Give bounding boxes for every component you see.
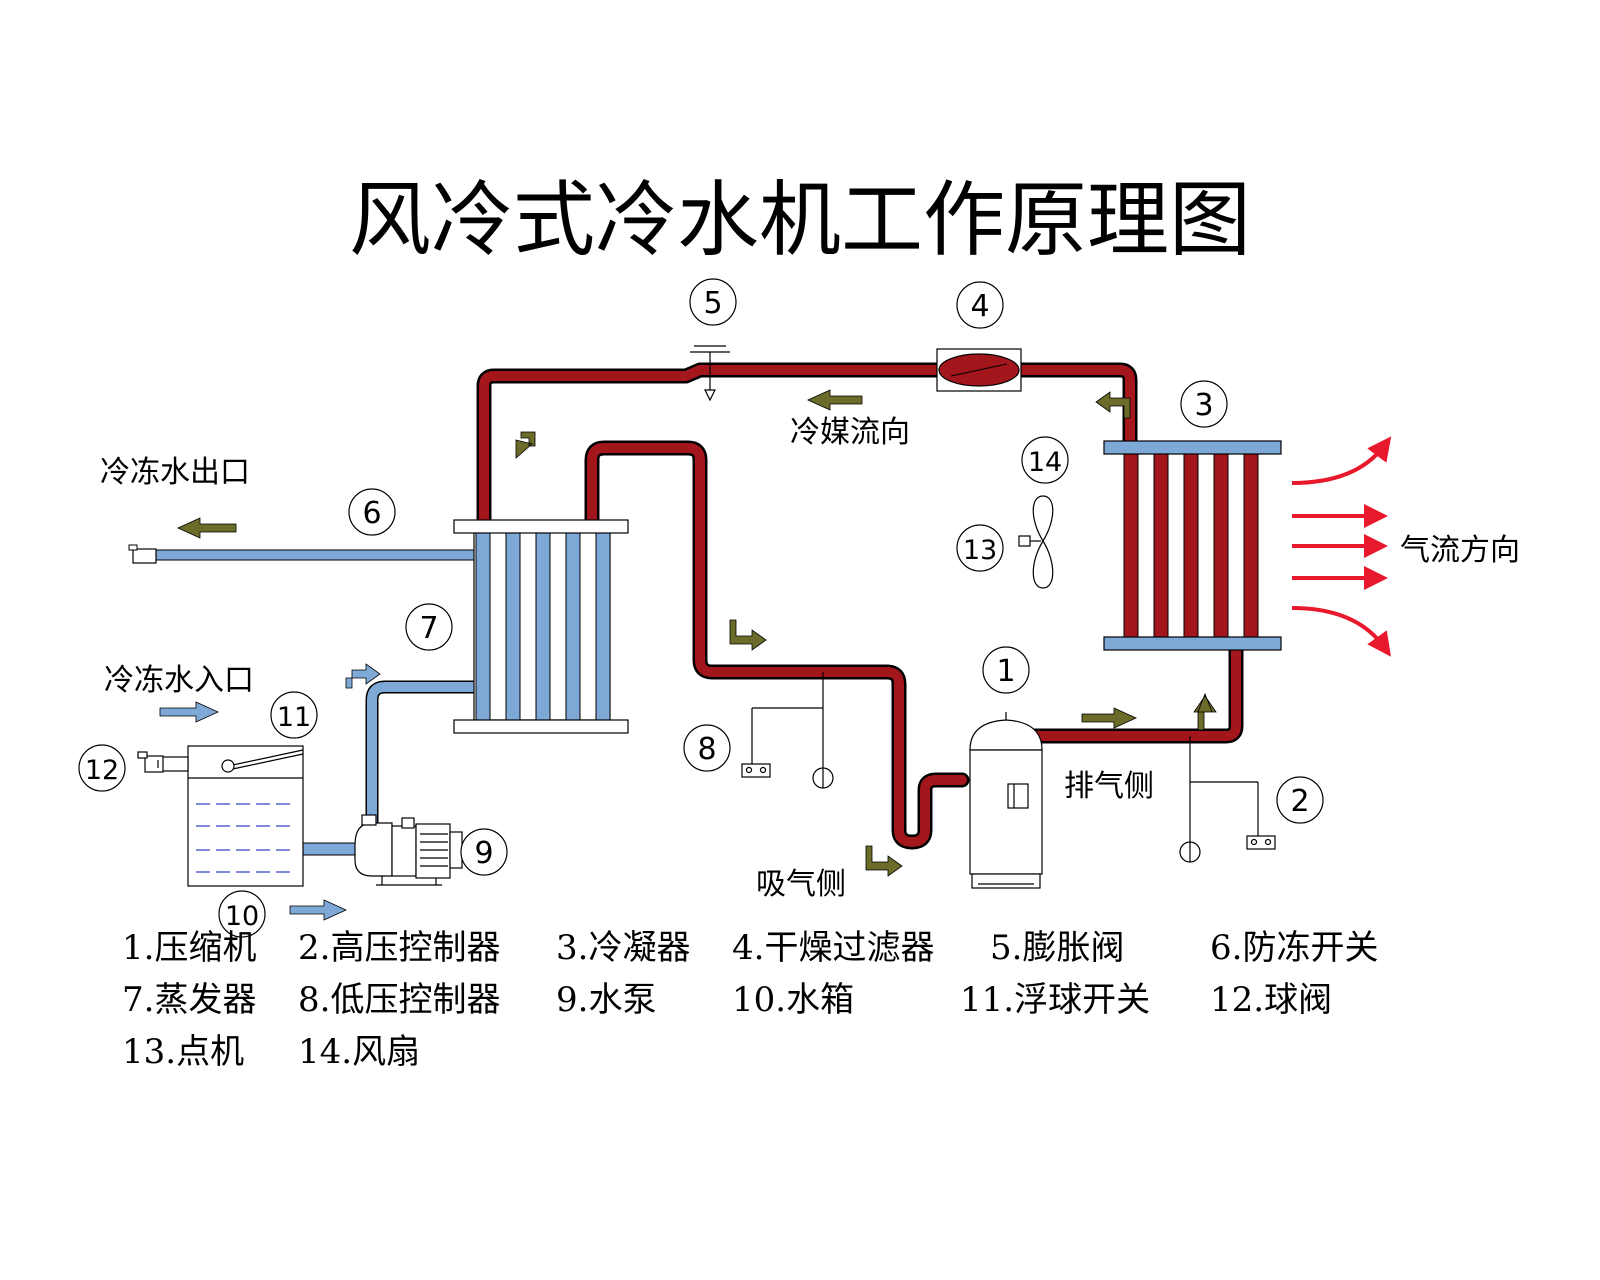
legend-item-float-switch: 11.浮球开关 <box>960 980 1151 1020</box>
callout-11 <box>270 691 318 739</box>
water-pipes <box>128 544 475 856</box>
legend-row: 13.点机 14.风扇 <box>122 1026 1452 1078</box>
callout-1 <box>982 646 1030 694</box>
callout-2 <box>1276 776 1324 824</box>
legend-item-water-tank: 10.水箱 <box>732 980 855 1020</box>
svg-text:5: 5 <box>703 286 722 321</box>
callout-3 <box>1180 380 1228 428</box>
callout-numbers: 1 2 3 4 5 6 7 8 9 10 11 12 13 14 <box>85 286 1310 932</box>
callout-14 <box>1021 436 1069 484</box>
callout-10 <box>218 890 266 938</box>
svg-text:10: 10 <box>225 901 259 932</box>
diagram-title: 风冷式冷水机工作原理图 <box>349 173 1251 268</box>
svg-text:6: 6 <box>362 496 381 531</box>
refrigerant-pipes <box>476 362 1244 850</box>
flow-arrows <box>159 389 1217 921</box>
legend-item-motor: 13.点机 <box>122 1032 245 1072</box>
svg-text:1: 1 <box>996 654 1015 689</box>
label-suction-side: 吸气侧 <box>756 867 846 902</box>
svg-text:9: 9 <box>474 836 493 871</box>
label-chilled-water-inlet: 冷冻水入口 <box>104 663 254 698</box>
legend-item-condenser: 3.冷凝器 <box>556 928 691 968</box>
svg-text:3: 3 <box>1194 388 1213 423</box>
callout-13 <box>956 524 1004 572</box>
legend: 1.压缩机 2.高压控制器 3.冷凝器 4.干燥过滤器 5.膨胀阀 6.防冻开关… <box>122 922 1452 1078</box>
high-pressure-controller <box>1179 736 1276 863</box>
svg-text:14: 14 <box>1028 447 1062 478</box>
label-refrigerant-flow: 冷媒流向 <box>790 415 910 450</box>
float-switch <box>221 749 304 773</box>
label-airflow-direction: 气流方向 <box>1400 533 1520 568</box>
svg-text:2: 2 <box>1290 784 1309 819</box>
legend-item-expansion-valve: 5.膨胀阀 <box>990 928 1125 968</box>
callout-9 <box>460 828 508 876</box>
callout-6 <box>348 488 396 536</box>
dryer-filter <box>936 348 1022 392</box>
water-pump <box>354 814 463 886</box>
fan <box>1018 495 1054 589</box>
callout-8 <box>683 724 731 772</box>
legend-item-ball-valve: 12.球阀 <box>1210 980 1333 1020</box>
legend-item-evaporator: 7.蒸发器 <box>122 980 257 1020</box>
callout-7 <box>405 603 453 651</box>
callout-4 <box>956 281 1004 329</box>
label-chilled-water-outlet: 冷冻水出口 <box>100 455 250 490</box>
legend-item-water-pump: 9.水泵 <box>556 980 657 1020</box>
expansion-valve <box>690 345 730 402</box>
svg-text:11: 11 <box>277 702 311 733</box>
ball-valve <box>137 751 189 773</box>
legend-item-low-pressure-controller: 8.低压控制器 <box>298 980 501 1020</box>
airflow-arrows <box>1291 436 1392 657</box>
legend-item-dryer-filter: 4.干燥过滤器 <box>732 928 935 968</box>
svg-text:12: 12 <box>85 755 119 786</box>
callout-5 <box>689 278 737 326</box>
legend-item-fan: 14.风扇 <box>298 1032 421 1072</box>
svg-text:7: 7 <box>419 611 438 646</box>
label-discharge-side: 排气侧 <box>1064 769 1154 804</box>
evaporator <box>453 519 629 734</box>
callout-12 <box>78 744 126 792</box>
legend-item-compressor: 1.压缩机 <box>122 928 257 968</box>
low-pressure-controller <box>741 672 834 789</box>
water-tank <box>187 745 304 887</box>
svg-text:13: 13 <box>963 535 997 566</box>
legend-item-antifreeze-switch: 6.防冻开关 <box>1210 928 1379 968</box>
svg-text:4: 4 <box>970 289 989 324</box>
svg-text:8: 8 <box>697 732 716 767</box>
compressor <box>969 712 1043 889</box>
legend-row: 1.压缩机 2.高压控制器 3.冷凝器 4.干燥过滤器 5.膨胀阀 6.防冻开关 <box>122 922 1452 974</box>
callouts <box>78 278 1324 938</box>
condenser <box>1103 440 1282 651</box>
legend-item-high-pressure-controller: 2.高压控制器 <box>298 928 501 968</box>
legend-row: 7.蒸发器 8.低压控制器 9.水泵 10.水箱 11.浮球开关 12.球阀 <box>122 974 1452 1026</box>
